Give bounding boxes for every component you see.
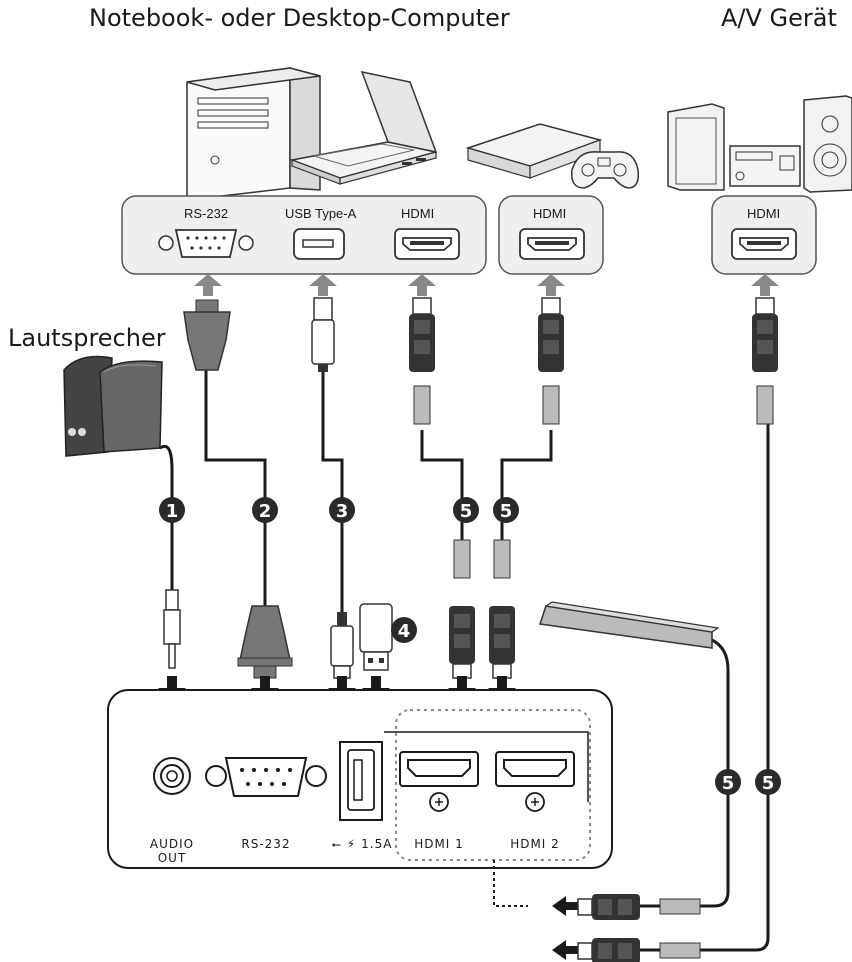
- projector-hdmi1-port-icon: [399, 751, 479, 812]
- badge-rs232-cable: 2: [252, 497, 278, 523]
- computer-hdmi-port-icon: [394, 228, 460, 260]
- computer-rs232-label: RS-232: [184, 206, 228, 221]
- cable-rs232: [204, 370, 267, 610]
- arrow-up-hdmi-av: [751, 274, 779, 296]
- usb-power-label: ⭠ ⚡ 1.5A: [332, 837, 393, 851]
- arrow-up-hdmi-console: [537, 274, 565, 296]
- hdmi-extension-dotted: [493, 860, 528, 907]
- usb-plug-top: [311, 297, 335, 372]
- badge-hdmi-console: 5: [493, 497, 519, 523]
- badge-usb-stick: 4: [391, 617, 417, 643]
- audio-jack-plug: [163, 589, 181, 669]
- game-console-icon: [465, 123, 603, 179]
- usb-plug-bottom: [330, 612, 354, 679]
- hdmi-bracket-line: [384, 731, 589, 802]
- hdmi-plug-top-console: [538, 297, 564, 425]
- cable-hdmi-av: [700, 424, 770, 952]
- soundbar-icon: [539, 601, 720, 649]
- console-hdmi-label: HDMI: [533, 206, 566, 221]
- computer-hdmi-label: HDMI: [401, 206, 434, 221]
- hdmi-plug-right-av: [552, 938, 701, 962]
- computer-heading: Notebook- oder Desktop-Computer: [89, 4, 510, 32]
- hdmi-plug-right-soundbar: [552, 894, 701, 920]
- arrow-up-rs232: [194, 274, 222, 296]
- svg-text:1: 1: [166, 501, 179, 522]
- arrow-up-hdmi-computer: [408, 274, 436, 296]
- projector-usb-port-icon: [339, 741, 383, 821]
- stereo-system-icon: [667, 95, 852, 193]
- hdmi-plug-top-av: [752, 297, 778, 425]
- source-arrows: [194, 274, 779, 296]
- cable-hdmi-console: [500, 430, 553, 540]
- badge-hdmi-computer: 5: [453, 497, 479, 523]
- computer-usb-label: USB Type-A: [285, 206, 357, 221]
- audio-out-port-icon: [153, 757, 191, 795]
- arrow-up-usb: [309, 274, 337, 296]
- av-hdmi-port-icon: [731, 228, 797, 260]
- badge-hdmi-av: 5: [755, 769, 781, 795]
- computer-rs232-port-icon: [158, 229, 254, 258]
- av-hdmi-label: HDMI: [747, 206, 780, 221]
- cable-badges: 1 2 3 4 5 5 5 5: [159, 497, 781, 795]
- cable-usb: [321, 368, 344, 620]
- console-hdmi-port-icon: [519, 228, 585, 260]
- cable-audio: [159, 444, 174, 590]
- desktop-tower-icon: [186, 67, 321, 201]
- hdmi-plug-bottom-2: [489, 539, 515, 679]
- hdmi1-label: HDMI 1: [414, 837, 464, 851]
- rs232-plug-top: [183, 299, 231, 371]
- rs232-plug-bottom: [237, 605, 293, 679]
- laptop-icon: [289, 70, 438, 185]
- badge-usb-cable: 3: [329, 497, 355, 523]
- gamepad-icon: [571, 151, 640, 189]
- audio-out-label-2: OUT: [158, 851, 187, 865]
- speakers-icon: [63, 355, 163, 457]
- cable-hdmi-computer: [420, 430, 464, 540]
- svg-text:5: 5: [460, 501, 473, 522]
- cable-hdmi-soundbar: [700, 638, 730, 908]
- speakers-heading: Lautsprecher: [8, 324, 166, 352]
- cables: [159, 368, 770, 952]
- av-device-heading: A/V Gerät: [721, 4, 837, 32]
- audio-out-label-1: AUDIO: [150, 837, 194, 851]
- svg-text:2: 2: [259, 501, 272, 522]
- projector-hdmi2-port-icon: [495, 751, 575, 812]
- hdmi-plug-top-computer: [409, 297, 435, 425]
- svg-text:5: 5: [500, 501, 513, 522]
- projector-rs232-label: RS-232: [241, 837, 290, 851]
- usb-stick-icon: [359, 603, 393, 671]
- badge-hdmi-soundbar: 5: [715, 769, 741, 795]
- svg-text:4: 4: [398, 621, 411, 642]
- svg-text:5: 5: [722, 773, 735, 794]
- svg-text:3: 3: [336, 501, 349, 522]
- projector-rs232-port-icon: [205, 757, 327, 797]
- computer-usb-port-icon: [293, 228, 345, 260]
- svg-text:5: 5: [762, 773, 775, 794]
- hdmi2-label: HDMI 2: [510, 837, 560, 851]
- hdmi-plug-bottom-1: [449, 539, 475, 679]
- badge-audio-cable: 1: [159, 497, 185, 523]
